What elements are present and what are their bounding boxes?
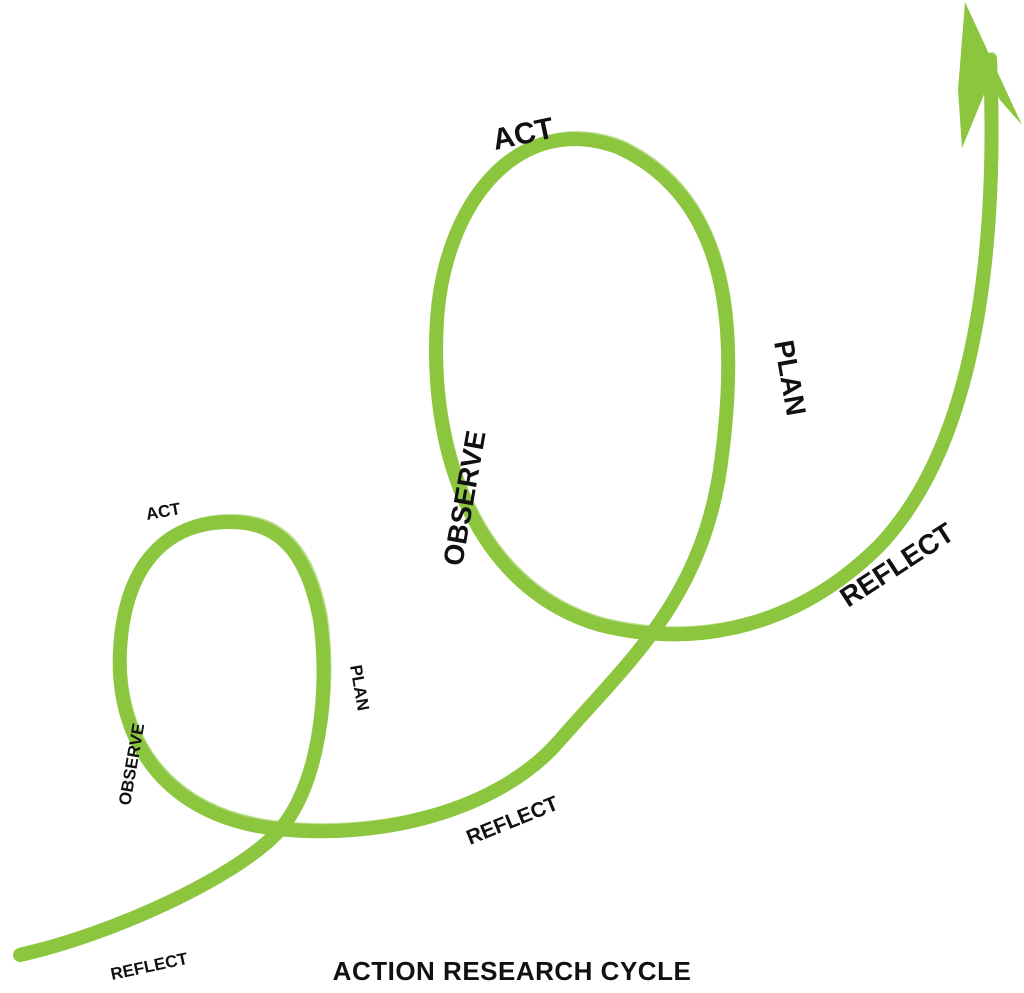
cycle-1-plan-label: PLAN bbox=[346, 663, 373, 712]
arrow-head bbox=[958, 2, 1022, 148]
spiral-path-shade bbox=[17, 52, 999, 957]
diagram-title: ACTION RESEARCH CYCLE bbox=[332, 956, 692, 986]
cycle-1-act-label: ACT bbox=[144, 499, 182, 524]
spiral-stroke bbox=[13, 2, 1022, 962]
cycle-2-plan-label: PLAN bbox=[768, 338, 812, 418]
